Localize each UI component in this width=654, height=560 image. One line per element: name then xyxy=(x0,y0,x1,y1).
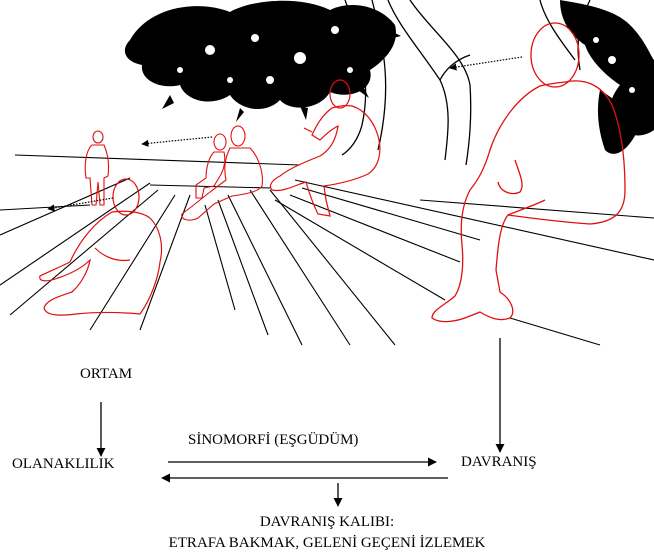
label-ortam: ORTAM xyxy=(80,366,133,382)
seated-pair-mid xyxy=(181,125,263,221)
label-sinomorfi: SİNOMORFİ (EŞGÜDÜM) xyxy=(188,432,359,448)
label-davranis: DAVRANIŞ xyxy=(461,454,537,470)
label-olanaklilik: OLANAKLILIK xyxy=(12,456,115,472)
gaze-arrow-mid xyxy=(141,136,213,147)
seated-person-right xyxy=(431,22,626,323)
walking-person xyxy=(84,130,110,206)
gaze-arrow-right xyxy=(449,56,523,71)
seated-person-left xyxy=(39,178,163,316)
label-davranis-kalibi: DAVRANIŞ KALIBI: xyxy=(259,514,395,530)
gaze-arrow-left xyxy=(47,197,114,212)
steps-lines xyxy=(0,154,654,346)
tree-canopy xyxy=(124,0,654,154)
flow-arrows xyxy=(96,338,505,507)
seated-person-center xyxy=(269,79,381,217)
canopy-holes xyxy=(177,26,635,93)
label-kalip-description: ETRAFA BAKMAK, GELENİ GEÇENİ İZLEMEK xyxy=(168,535,486,551)
gaze-arrows xyxy=(47,56,523,212)
